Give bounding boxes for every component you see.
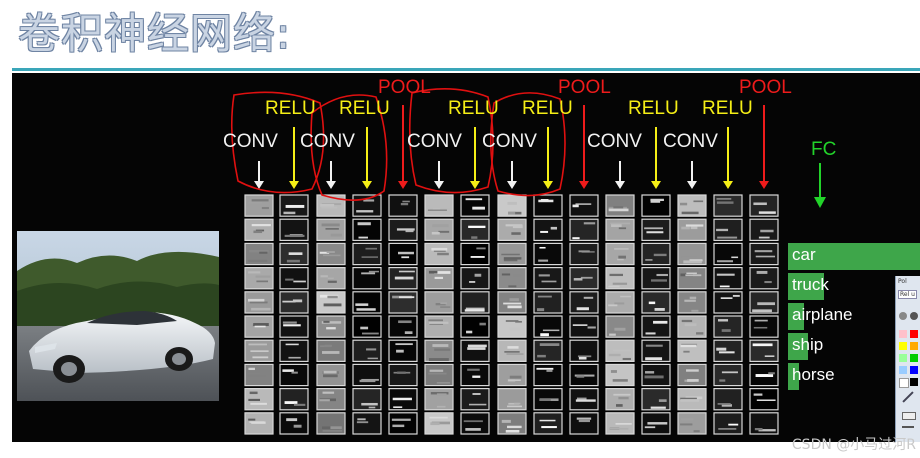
arrowhead-2 (289, 181, 299, 189)
class-label-car: car (792, 245, 816, 265)
eraser-icon[interactable] (902, 412, 916, 420)
swatch-blue[interactable] (910, 366, 918, 374)
feature-stack-14-relu (714, 195, 742, 434)
feature-stack-8-conv (498, 195, 526, 434)
pool-label-3: POOL (739, 77, 792, 99)
cnn-diagram-slide: CONV CONV CONV CONV CONV CONV RELU RELU … (12, 73, 920, 442)
conv-label-5: CONV (587, 131, 642, 153)
pencil-icon[interactable] (902, 391, 913, 402)
arrowhead-3 (326, 181, 336, 189)
class-label-ship: ship (792, 335, 823, 355)
arrowhead-9 (543, 181, 553, 189)
relu-label-5: RELU (628, 98, 679, 120)
arrowhead-8 (507, 181, 517, 189)
swatch-pink[interactable] (899, 330, 907, 338)
conv-label-2: CONV (300, 131, 355, 153)
swatch-red[interactable] (910, 330, 918, 338)
clear-icon[interactable] (902, 426, 914, 428)
relu-label-6: RELU (702, 98, 753, 120)
swatch-green[interactable] (910, 354, 918, 362)
fc-arrowhead (814, 197, 826, 208)
feature-stack-5-pool (389, 195, 417, 434)
feature-stack-6-conv (425, 195, 453, 434)
swatch-yellow[interactable] (899, 342, 907, 350)
pool-label-1: POOL (378, 77, 431, 99)
swatch-lightblue[interactable] (899, 366, 907, 374)
feature-stack-12-relu (642, 195, 670, 434)
feature-stack-7-relu (461, 195, 489, 434)
fc-label: FC (811, 139, 836, 161)
conv-label-6: CONV (663, 131, 718, 153)
swatch-dark[interactable] (910, 312, 918, 320)
arrowhead-10 (579, 181, 589, 189)
arrowhead-13 (687, 181, 697, 189)
paint-tool-name[interactable]: Rel u (898, 290, 917, 299)
arrowhead-15 (759, 181, 769, 189)
pool-label-2: POOL (558, 77, 611, 99)
watermark: CSDN @小马过河R (792, 434, 916, 454)
swatch-gray[interactable] (899, 312, 907, 320)
arrowhead-11 (615, 181, 625, 189)
feature-stack-4-relu (353, 195, 381, 434)
class-label-airplane: airplane (792, 305, 853, 325)
swatch-black[interactable] (910, 378, 918, 386)
feature-stack-9-relu (534, 195, 562, 434)
conv-label-4: CONV (482, 131, 537, 153)
arrowhead-12 (651, 181, 661, 189)
swatch-white[interactable] (899, 378, 909, 388)
relu-label-4: RELU (522, 98, 573, 120)
arrowhead-14 (723, 181, 733, 189)
feature-stack-2-relu (280, 195, 308, 434)
feature-stack-15-pool (750, 195, 778, 434)
feature-stack-11-conv (606, 195, 634, 434)
relu-label-1: RELU (265, 98, 316, 120)
feature-stack-10-pool (570, 195, 598, 434)
relu-label-3: RELU (448, 98, 499, 120)
relu-label-2: RELU (339, 98, 390, 120)
conv-label-3: CONV (407, 131, 462, 153)
swatch-orange[interactable] (910, 342, 918, 350)
arrowhead-4 (362, 181, 372, 189)
feature-map-stacks (12, 73, 920, 442)
class-label-truck: truck (792, 275, 829, 295)
feature-stack-3-conv (317, 195, 345, 434)
page-title: 卷积神经网络: (18, 4, 291, 64)
paint-panel-header: Pol (898, 278, 907, 285)
paint-tool-panel[interactable]: Pol Rel u (895, 276, 920, 442)
conv-label-1: CONV (223, 131, 278, 153)
title-divider (12, 68, 920, 71)
class-label-horse: horse (792, 365, 835, 385)
arrowhead-6 (434, 181, 444, 189)
swatch-lime[interactable] (899, 354, 907, 362)
arrowhead-7 (470, 181, 480, 189)
feature-stack-1-conv (245, 195, 273, 434)
arrowhead-5 (398, 181, 408, 189)
feature-stack-13-conv (678, 195, 706, 434)
